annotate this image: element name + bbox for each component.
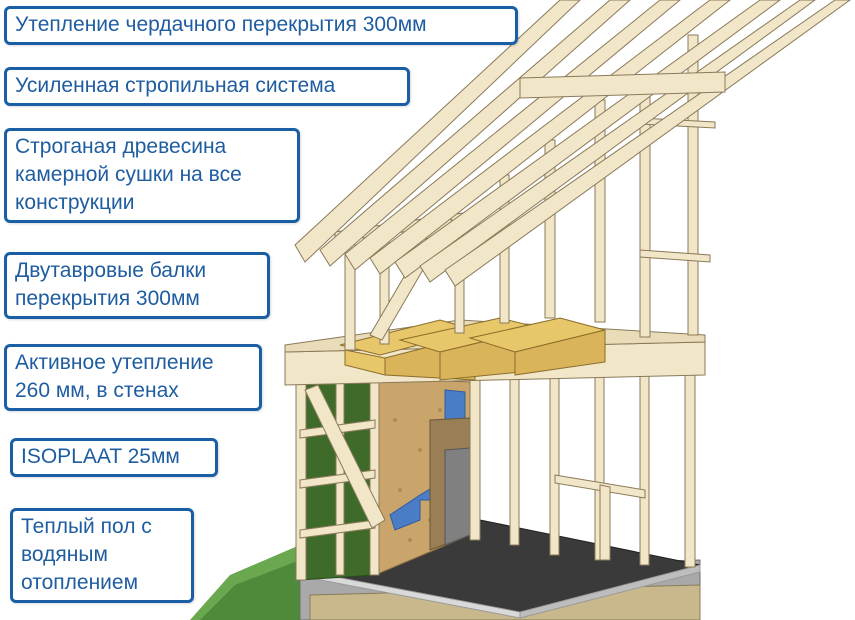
label-wall-insulation: Активное утепление 260 мм, в стенах xyxy=(4,344,262,411)
collar-tie xyxy=(519,71,726,99)
label-rafter-system: Усиленная стропильная система xyxy=(4,67,410,106)
floor-edge-right xyxy=(519,564,701,619)
grey-inner-panel xyxy=(444,447,471,546)
right-wall-frame xyxy=(469,371,696,568)
label-isoplaat: ISOPLAAT 25мм xyxy=(10,438,218,477)
label-attic-insulation: Утепление чердачного перекрытия 300мм xyxy=(4,6,518,45)
label-kiln-dried-timber: Строганая древесина камерной сушки на вс… xyxy=(4,128,300,223)
grass-dark xyxy=(200,560,300,620)
i-joists xyxy=(339,317,606,381)
label-warm-floor: Теплый пол с водяным отоплением xyxy=(10,508,194,603)
left-wall-studs xyxy=(295,377,386,581)
label-i-joists: Двутавровые балки перекрытия 300мм xyxy=(4,252,270,319)
